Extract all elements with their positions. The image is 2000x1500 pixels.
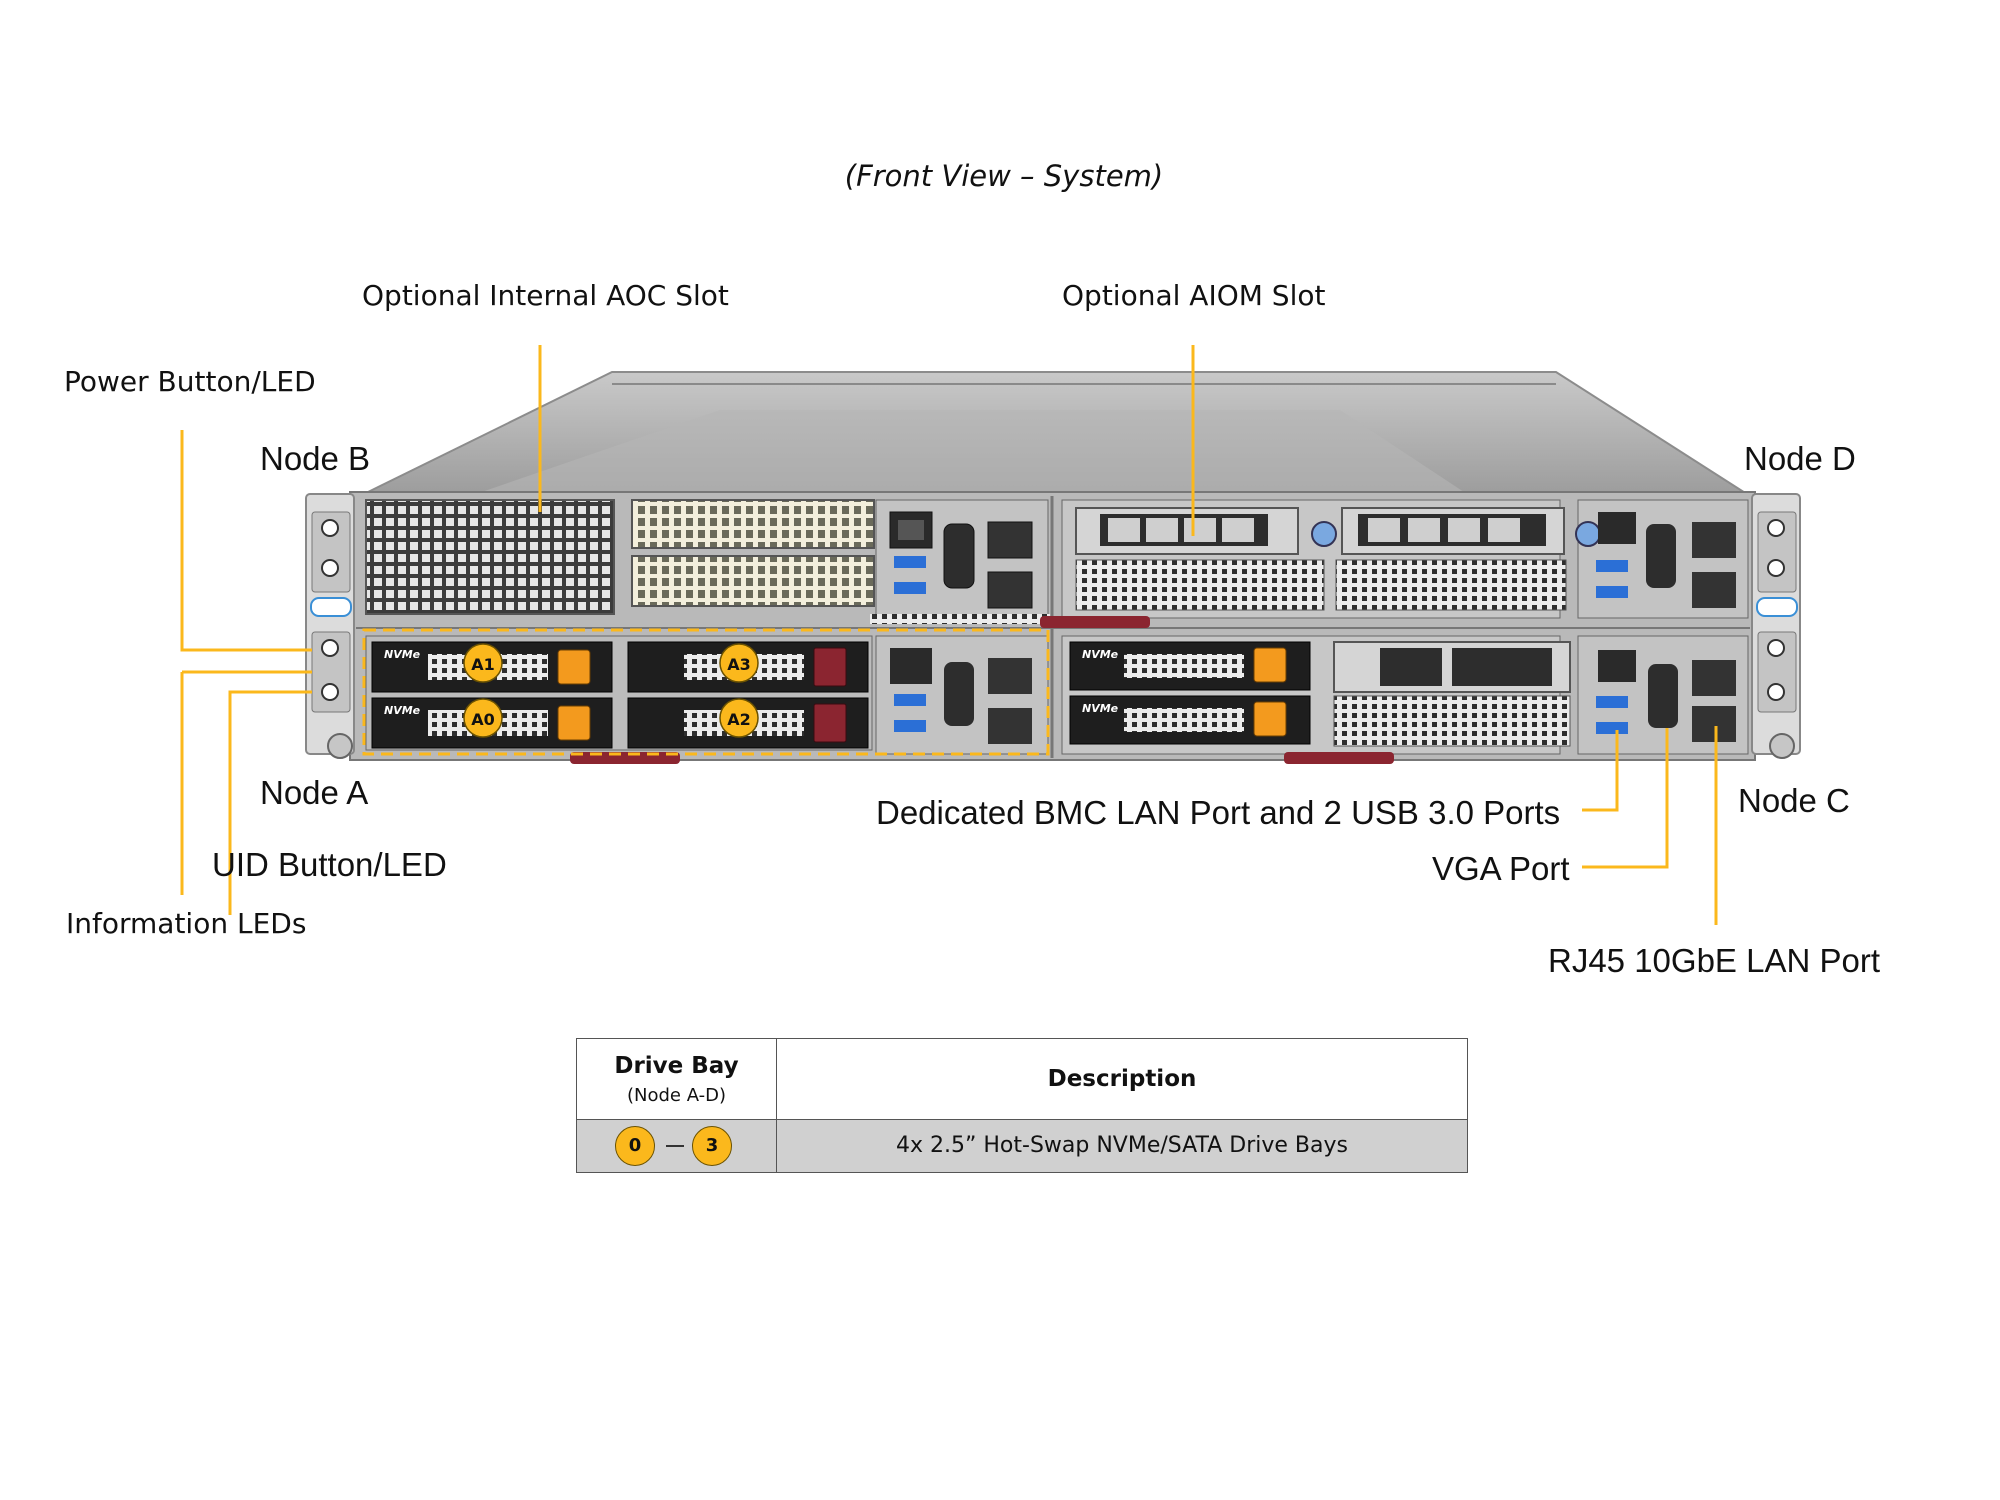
svg-text:NVMe: NVMe xyxy=(1082,648,1119,661)
uid-button-icon xyxy=(321,683,339,701)
svg-text:NVMe: NVMe xyxy=(1082,702,1119,715)
svg-text:NVMe: NVMe xyxy=(384,648,421,661)
node-c: NVMe NVMe xyxy=(1061,635,1749,764)
legend-header-drive-bay: Drive Bay (Node A-D) xyxy=(577,1039,777,1120)
right-rack-ear xyxy=(1751,493,1801,759)
usb-port xyxy=(1596,722,1628,734)
thumbscrew-icon xyxy=(327,733,353,759)
node-d xyxy=(1061,499,1749,619)
label-node-c: Node C xyxy=(1738,782,1850,819)
label-node-b: Node B xyxy=(260,440,371,477)
badge-a0: A0 xyxy=(471,710,495,729)
badge-a1: A1 xyxy=(471,655,495,674)
usb-port xyxy=(894,582,926,594)
label-information-leds: Information LEDs xyxy=(66,907,307,940)
label-node-d: Node D xyxy=(1744,440,1856,477)
node-a: NVMe NVMe xyxy=(365,616,1150,764)
pull-tab xyxy=(1040,616,1150,628)
usb-port xyxy=(1596,696,1628,708)
label-node-a: Node A xyxy=(260,774,369,811)
svg-text:NVMe: NVMe xyxy=(384,704,421,717)
legend-drive-bay-subtitle: (Node A-D) xyxy=(626,1085,727,1106)
brand-logo xyxy=(310,597,352,617)
badge-range-end: 3 xyxy=(692,1126,732,1166)
label-internal-aoc-slot: Optional Internal AOC Slot xyxy=(362,279,729,312)
power-button-icon xyxy=(321,519,339,537)
rj45-port xyxy=(1692,706,1736,742)
badge-a3: A3 xyxy=(727,655,751,674)
label-bmc-usb: Dedicated BMC LAN Port and 2 USB 3.0 Por… xyxy=(876,794,1561,831)
bmc-lan-port xyxy=(889,511,933,549)
rj45-port xyxy=(987,571,1033,609)
legend-header-description: Description xyxy=(777,1039,1467,1120)
left-rack-ear xyxy=(305,493,355,759)
drive-bay-legend-table: Drive Bay (Node A-D) Description 0 3 4x … xyxy=(576,1038,1468,1173)
badge-a2: A2 xyxy=(727,710,751,729)
usb-port xyxy=(894,556,926,568)
bay-badges: A1 A0 A3 A2 xyxy=(463,643,759,738)
aoc-slot-vent xyxy=(365,499,615,615)
legend-drive-bay-title: Drive Bay xyxy=(614,1053,739,1079)
label-power-button: Power Button/LED xyxy=(64,365,316,398)
figure-caption: (Front View – System) xyxy=(844,159,1164,193)
label-aiom-slot: Optional AIOM Slot xyxy=(1062,279,1326,312)
legend-row-bay-range: 0 3 xyxy=(577,1120,777,1172)
node-b xyxy=(365,499,1050,624)
range-dash xyxy=(666,1145,684,1147)
callout-lines xyxy=(180,345,1718,925)
label-vga-port: VGA Port xyxy=(1432,850,1570,887)
pull-tab xyxy=(570,752,680,764)
badge-range-start: 0 xyxy=(615,1126,655,1166)
vga-port xyxy=(943,523,975,589)
vga-port xyxy=(1648,664,1678,728)
label-uid-button: UID Button/LED xyxy=(212,846,447,883)
bmc-lan-port xyxy=(1598,650,1636,682)
legend-row-description: 4x 2.5” Hot-Swap NVMe/SATA Drive Bays xyxy=(777,1120,1467,1172)
rj45-port xyxy=(987,521,1033,559)
node-a-highlight xyxy=(362,628,1050,756)
label-rj45-lan: RJ45 10GbE LAN Port xyxy=(1548,942,1880,979)
